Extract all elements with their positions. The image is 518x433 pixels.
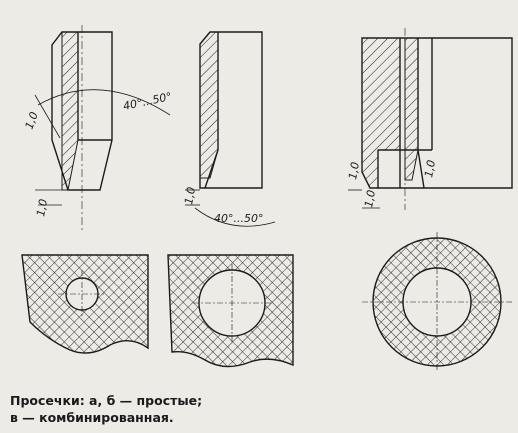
- angle-label-b: 40°...50°: [214, 212, 263, 225]
- punch-c-hatched-outer: [361, 37, 401, 189]
- angle-arc-a: [37, 89, 171, 116]
- punch-c-outline: [361, 37, 513, 189]
- punch-a-hatched-wall: [61, 31, 79, 191]
- punch-a-outline: [51, 31, 113, 191]
- dimension-label-c2: 1,0: [422, 159, 438, 178]
- sheet-a: [21, 254, 149, 354]
- punch-b-section: [185, 31, 276, 227]
- angle-label-a: 40°...50°: [122, 90, 173, 113]
- caption-line-1: Просечки: а, б — простые;: [10, 393, 203, 408]
- figure-caption: Просечки: а, б — простые; в — комбиниров…: [10, 392, 202, 426]
- dimension-label-b: 1,0: [182, 186, 198, 205]
- punch-c-section: [348, 28, 513, 210]
- dimension-label-c1: 1,0: [346, 161, 362, 180]
- punch-a-section: [34, 25, 171, 230]
- dimension-label-c3: 1,0: [362, 189, 378, 208]
- dimension-label-a2: 1,0: [34, 198, 50, 217]
- dimension-label-a1: 1,0: [23, 110, 41, 131]
- sheet-b: [167, 254, 294, 368]
- caption-line-2: в — комбинированная.: [10, 410, 174, 425]
- angle-arc-b: [194, 207, 276, 227]
- ring-c: [362, 232, 512, 372]
- punch-b-outline: [199, 31, 263, 189]
- punch-c-hatched-inner: [404, 37, 419, 181]
